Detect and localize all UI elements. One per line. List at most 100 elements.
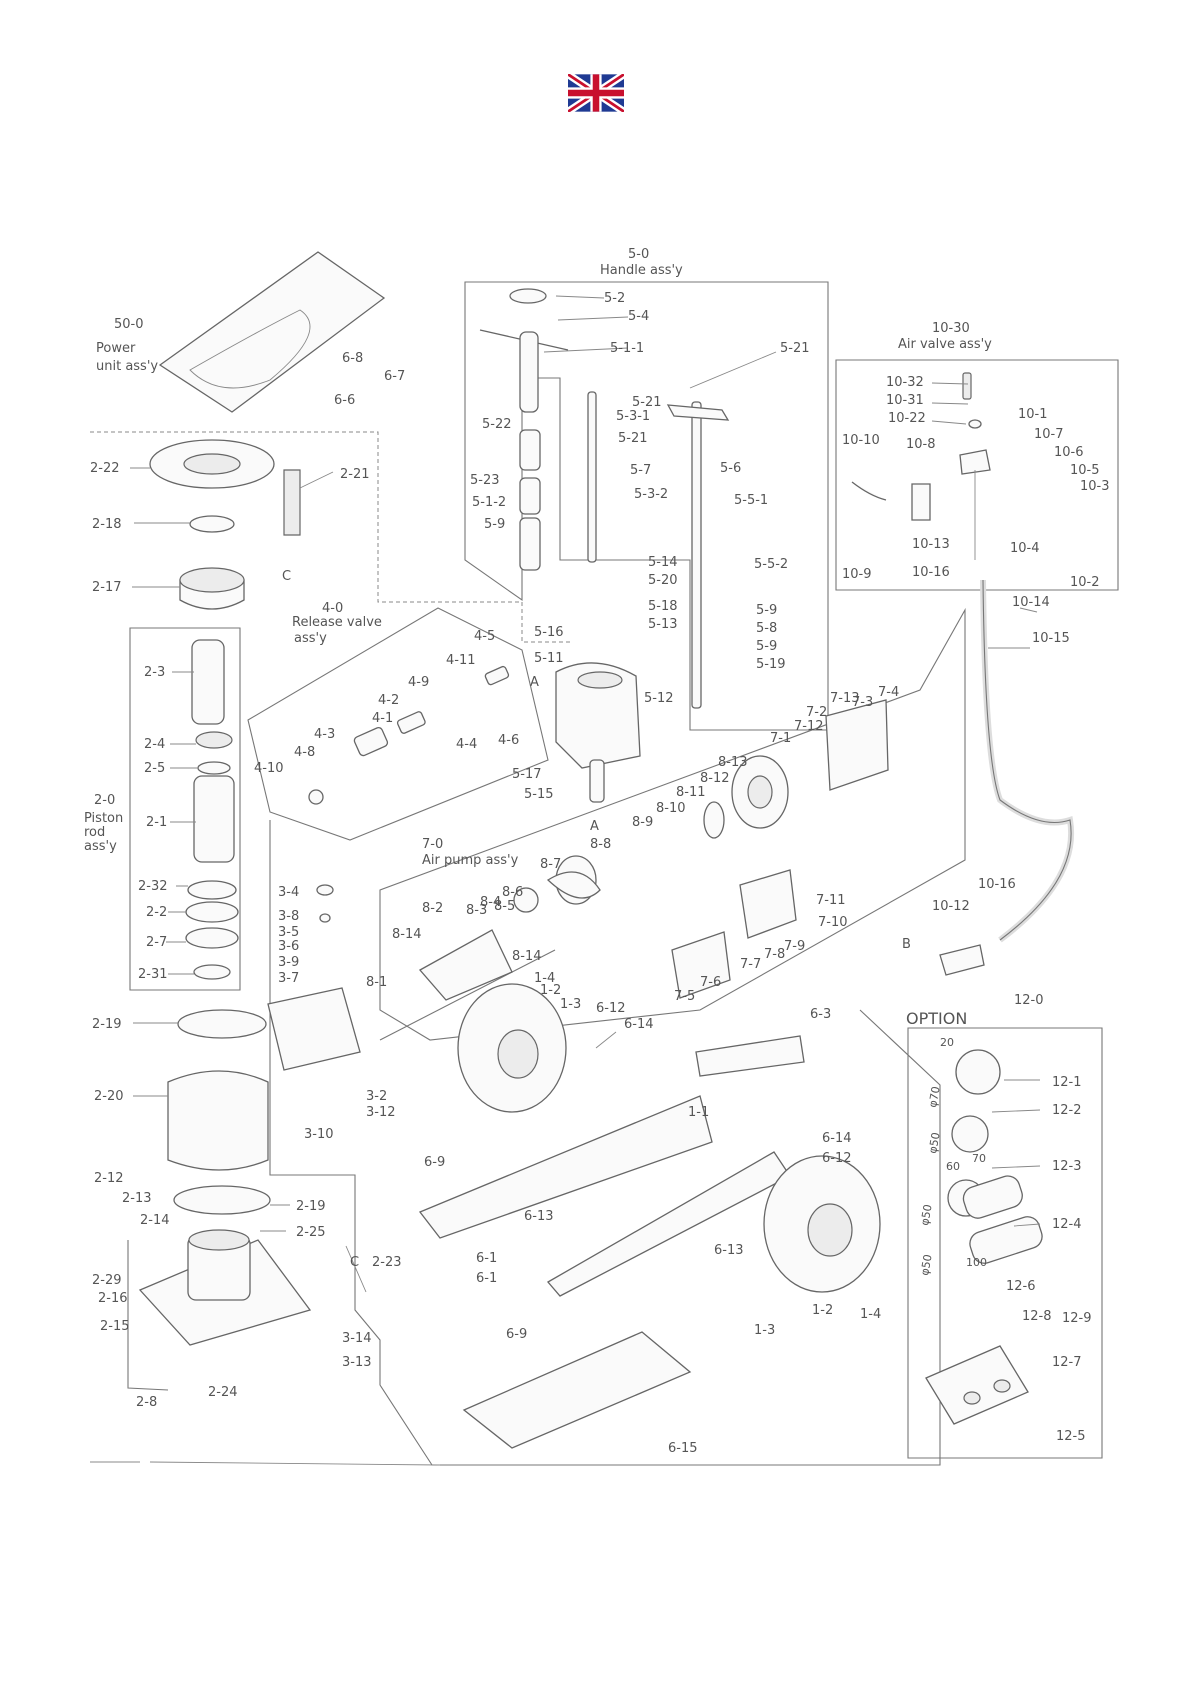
part-number-labels: 6-8 6-7 6-6 2-22 2-21 2-18 2-17 2-3 2-4 … <box>90 291 1110 1456</box>
part-label: 2-18 <box>92 517 122 532</box>
part-label: 10-22 <box>888 411 926 426</box>
part-label: 7-5 <box>674 989 695 1004</box>
part-label: 10-4 <box>1010 541 1040 556</box>
part-label: 5-17 <box>512 767 542 782</box>
united-kingdom-flag-icon[interactable] <box>568 74 624 112</box>
part-label: 3-4 <box>278 885 299 900</box>
part-label: 5-15 <box>524 787 554 802</box>
part-label: 2-13 <box>122 1191 152 1206</box>
group-name-power-unit-2: unit ass'y <box>96 359 158 374</box>
part-label: 7-9 <box>784 939 805 954</box>
group-name-piston-rod-1: Piston <box>84 811 123 826</box>
part-label: 5-12 <box>644 691 674 706</box>
part-label: 8-9 <box>632 815 653 830</box>
release-valve-assy-box <box>247 607 549 841</box>
part-label: 5-21 <box>618 431 648 446</box>
part-label: 5-21 <box>632 395 662 410</box>
part-label: 8-2 <box>422 901 443 916</box>
group-name-piston-rod-2: rod <box>84 825 105 840</box>
part-label: 6-9 <box>506 1327 527 1342</box>
dimension-label: 60 <box>946 1160 960 1173</box>
part-label: 5-11 <box>534 651 564 666</box>
power-unit-cover <box>158 251 386 413</box>
part-label: 10-9 <box>842 567 872 582</box>
part-label: 2-15 <box>100 1319 130 1334</box>
piston-rod-parts <box>138 439 312 1346</box>
part-label: 5-19 <box>756 657 786 672</box>
part-label: 6-13 <box>714 1243 744 1258</box>
part-label: 1-1 <box>688 1105 709 1120</box>
part-label: 8-10 <box>656 801 686 816</box>
part-label: 5-2 <box>604 291 625 306</box>
group-name-power-unit-1: Power <box>96 341 136 356</box>
assembly-titles: 50-0 Power unit ass'y 5-0 Handle ass'y 1… <box>84 247 1044 1270</box>
part-label: 5-20 <box>648 573 678 588</box>
part-label: 5-13 <box>648 617 678 632</box>
part-label: 2-8 <box>136 1395 157 1410</box>
part-label: 7-12 <box>794 719 824 734</box>
part-label: 12-1 <box>1052 1075 1082 1090</box>
piston-rod-assy-box <box>129 627 241 991</box>
valve-block-parts <box>267 884 361 1071</box>
part-label: 7-13 <box>830 691 860 706</box>
part-label: 4-1 <box>372 711 393 726</box>
part-label: 3-7 <box>278 971 299 986</box>
part-label: 3-5 <box>278 925 299 940</box>
part-label: 1-2 <box>540 983 561 998</box>
part-label: 2-21 <box>340 467 370 482</box>
part-label: 12-7 <box>1052 1355 1082 1370</box>
part-label: 10-8 <box>906 437 936 452</box>
part-label: 5-18 <box>648 599 678 614</box>
part-label: 3-9 <box>278 955 299 970</box>
option-parts <box>925 1049 1043 1425</box>
part-label: 10-12 <box>932 899 970 914</box>
part-label: 8-5 <box>494 899 515 914</box>
part-label: 10-3 <box>1080 479 1110 494</box>
part-label: 6-6 <box>334 393 355 408</box>
air-pump-parts <box>418 699 889 1001</box>
part-label: 5-9 <box>756 639 777 654</box>
part-label: 8-1 <box>366 975 387 990</box>
part-label: 2-3 <box>144 665 165 680</box>
part-label: 5-23 <box>470 473 500 488</box>
part-label: 4-4 <box>456 737 477 752</box>
handle-assy-box <box>464 281 829 731</box>
part-label: 2-31 <box>138 967 168 982</box>
part-label: 12-5 <box>1056 1429 1086 1444</box>
dimension-label: φ50 <box>918 1253 934 1276</box>
letter-a-1: A <box>530 675 539 690</box>
part-label: 3-14 <box>342 1331 372 1346</box>
group-number-option: 12-0 <box>1014 993 1044 1008</box>
part-label: 8-8 <box>590 837 611 852</box>
part-label: 2-12 <box>94 1171 124 1186</box>
air-pump-assy-box <box>379 607 966 1041</box>
part-label: 4-3 <box>314 727 335 742</box>
part-label: 1-4 <box>860 1307 881 1322</box>
dimension-label: φ50 <box>918 1203 934 1226</box>
part-label: 10-7 <box>1034 427 1064 442</box>
dimension-label: 70 <box>972 1152 986 1165</box>
part-label: 5-1-2 <box>472 495 506 510</box>
part-label: 12-2 <box>1052 1103 1082 1118</box>
part-label: 8-14 <box>392 927 422 942</box>
group-number-release-valve: 4-0 <box>322 601 343 616</box>
part-label: 5-16 <box>534 625 564 640</box>
part-label: 5-9 <box>484 517 505 532</box>
part-label: 7-10 <box>818 915 848 930</box>
part-label: 2-7 <box>146 935 167 950</box>
part-label: 2-23 <box>372 1255 402 1270</box>
part-label: 10-16 <box>978 877 1016 892</box>
part-label: 3-2 <box>366 1089 387 1104</box>
part-label: 2-1 <box>146 815 167 830</box>
part-label: 6-1 <box>476 1271 497 1286</box>
part-label: 2-20 <box>94 1089 124 1104</box>
group-name-release-valve-1: Release valve <box>292 615 382 630</box>
part-label: 10-6 <box>1054 445 1084 460</box>
part-label: 6-15 <box>668 1441 698 1456</box>
part-label: 8-12 <box>700 771 730 786</box>
assembly-outlines <box>90 281 1119 1466</box>
group-name-option: OPTION <box>906 1009 967 1028</box>
part-label: 4-10 <box>254 761 284 776</box>
part-label: 3-8 <box>278 909 299 924</box>
